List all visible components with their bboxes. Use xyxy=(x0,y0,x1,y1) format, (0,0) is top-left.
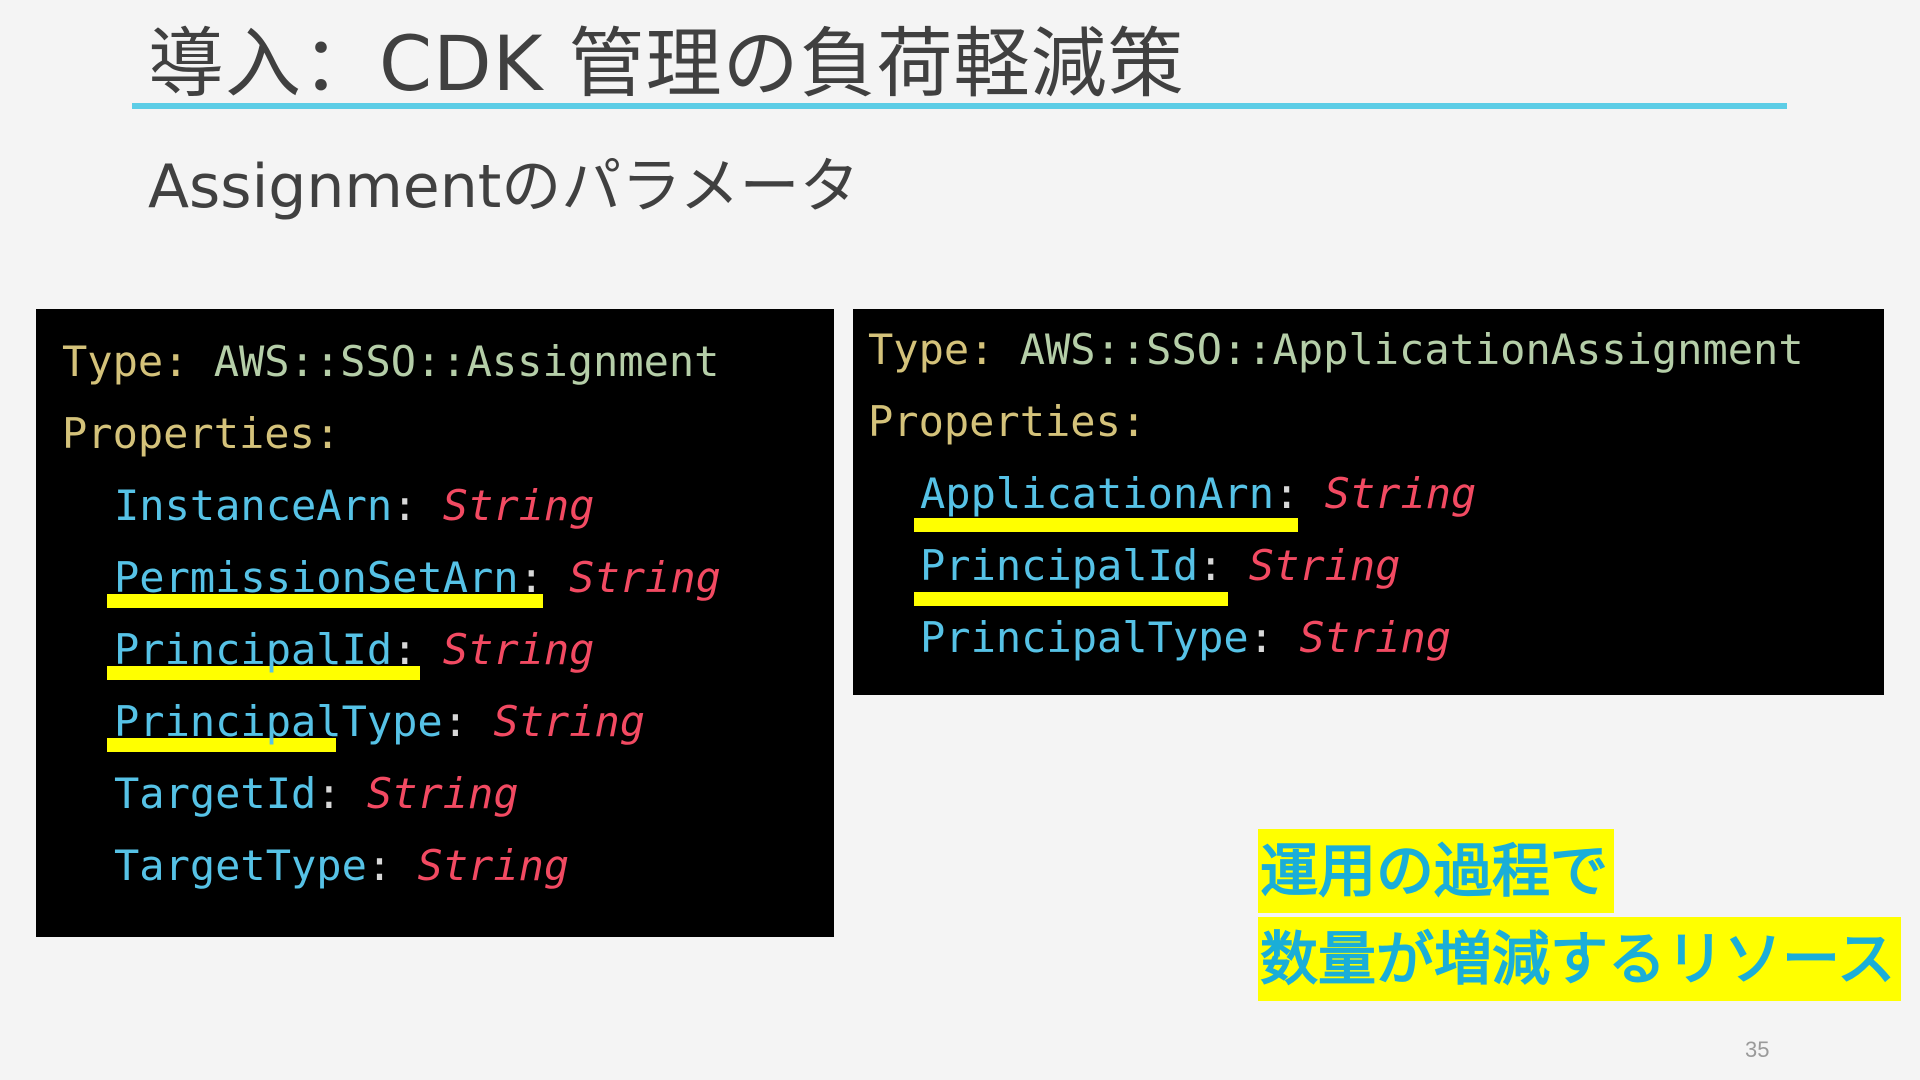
property-type: String xyxy=(1248,541,1401,590)
property-colon: : xyxy=(366,841,393,890)
title-underline xyxy=(132,103,1787,109)
highlight-underline-applicationarn xyxy=(914,518,1298,532)
property-name: TargetType xyxy=(114,841,367,890)
property-name: PrincipalType xyxy=(920,613,1249,662)
code-property-line: ApplicationArn: String xyxy=(920,469,1476,519)
highlight-underline-principalid xyxy=(107,666,420,680)
application-assignment-code-panel: Type: AWS::SSO::ApplicationAssignment Pr… xyxy=(853,309,1884,695)
property-colon: : xyxy=(316,769,342,818)
code-property-line: PrincipalType: String xyxy=(920,613,1451,663)
slide-title: 導入：CDK 管理の負荷軽減策 xyxy=(148,19,1185,108)
code-property-line: PrincipalId: String xyxy=(114,625,594,675)
code-property-line: TargetType: String xyxy=(114,841,569,891)
property-name: PermissionSetArn xyxy=(114,553,519,602)
type-value: AWS::SSO::Assignment xyxy=(213,337,720,386)
property-type: String xyxy=(366,769,519,818)
property-name: TargetId xyxy=(114,769,317,818)
code-type-line: Type: AWS::SSO::Assignment xyxy=(62,337,719,387)
property-name: ApplicationArn xyxy=(920,469,1275,518)
code-property-line: InstanceArn: String xyxy=(114,481,594,531)
property-name: PrincipalId xyxy=(114,625,393,674)
property-type: String xyxy=(442,625,595,674)
property-colon: : xyxy=(1198,541,1224,590)
page-number: 35 xyxy=(1745,1037,1770,1062)
code-property-line: TargetId: String xyxy=(114,769,519,819)
type-value: AWS::SSO::ApplicationAssignment xyxy=(1019,325,1804,374)
property-colon: : xyxy=(442,697,469,746)
property-name: PrincipalId xyxy=(920,541,1199,590)
properties-key: Properties: xyxy=(62,409,341,458)
property-type: String xyxy=(442,481,595,530)
highlight-underline-principalid xyxy=(914,592,1228,606)
property-colon: : xyxy=(1274,469,1300,518)
properties-key: Properties: xyxy=(868,397,1147,446)
assignment-code-panel: Type: AWS::SSO::Assignment Properties: I… xyxy=(36,309,834,937)
code-properties-line: Properties: xyxy=(868,397,1146,447)
highlight-underline-targetid xyxy=(107,738,336,752)
code-type-line: Type: AWS::SSO::ApplicationAssignment xyxy=(868,325,1804,375)
property-type: String xyxy=(493,697,646,746)
property-colon: : xyxy=(1248,613,1275,662)
property-type: String xyxy=(1299,613,1452,662)
callout-line-1: 運用の過程で xyxy=(1258,829,1615,913)
code-property-line: PrincipalType: String xyxy=(114,697,645,747)
code-property-line: PrincipalId: String xyxy=(920,541,1400,591)
type-key: Type: xyxy=(62,337,189,386)
property-type: String xyxy=(417,841,570,890)
code-property-line: PermissionSetArn: String xyxy=(114,553,721,603)
property-name: PrincipalType xyxy=(114,697,443,746)
property-colon: : xyxy=(392,481,418,530)
slide-subtitle: Assignmentのパラメータ xyxy=(148,152,860,222)
code-properties-line: Properties: xyxy=(62,409,340,459)
callout-line-2: 数量が増減するリソース xyxy=(1258,917,1902,1001)
property-colon: : xyxy=(518,553,544,602)
property-colon: : xyxy=(392,625,418,674)
highlight-underline-permissionsetarn xyxy=(107,594,543,608)
property-type: String xyxy=(1324,469,1477,518)
property-type: String xyxy=(569,553,721,602)
property-name: InstanceArn xyxy=(114,481,393,530)
type-key: Type: xyxy=(868,325,995,374)
